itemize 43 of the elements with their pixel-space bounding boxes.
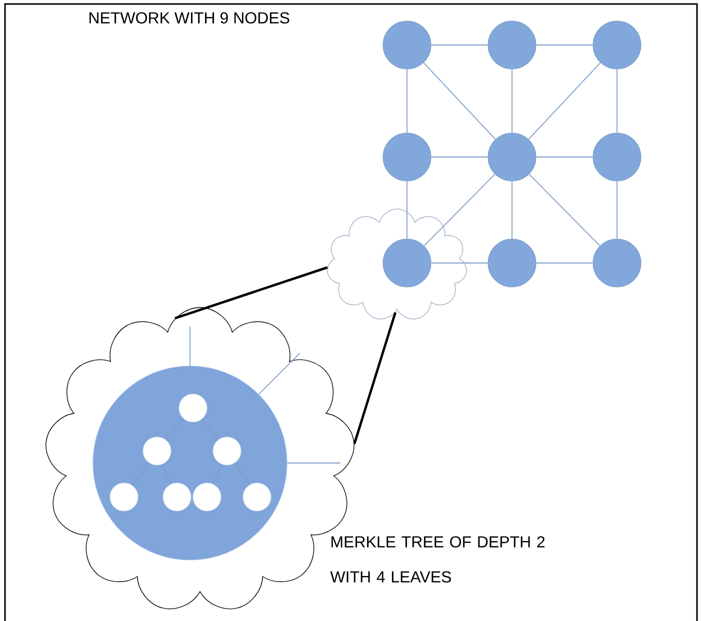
tree-branch bbox=[132, 462, 150, 486]
cloud bbox=[327, 208, 467, 320]
network-node bbox=[382, 20, 432, 70]
link-line bbox=[430, 262, 488, 264]
tree-node bbox=[142, 436, 172, 466]
tree-node bbox=[110, 482, 138, 512]
network-node bbox=[592, 238, 642, 288]
tree-branch bbox=[166, 418, 184, 441]
link-stub bbox=[258, 352, 300, 395]
link-line bbox=[536, 262, 594, 264]
network-node bbox=[382, 132, 432, 182]
network-node bbox=[488, 238, 536, 288]
link-line bbox=[423, 62, 496, 140]
link-line bbox=[536, 44, 594, 46]
tree-branch bbox=[201, 418, 219, 440]
tree-node bbox=[212, 436, 242, 466]
tree-branch bbox=[212, 464, 222, 484]
network-node bbox=[488, 132, 536, 182]
link-line bbox=[536, 156, 594, 158]
network-node bbox=[592, 132, 642, 182]
tree-branch bbox=[234, 462, 250, 486]
tree-node bbox=[192, 482, 222, 512]
caption-text: NETWORK WITH 9 NODES bbox=[90, 12, 290, 24]
link-line bbox=[616, 180, 618, 240]
link-line bbox=[424, 174, 496, 246]
tree-node bbox=[178, 394, 208, 422]
link-line bbox=[430, 44, 488, 46]
network-node bbox=[488, 20, 536, 70]
tree-node bbox=[162, 482, 192, 512]
tree-branch bbox=[162, 464, 172, 484]
link-line bbox=[528, 174, 600, 246]
link-stub bbox=[286, 462, 341, 464]
link-line bbox=[406, 180, 408, 240]
network-node bbox=[592, 20, 642, 70]
network-node bbox=[382, 238, 432, 288]
zoom-line bbox=[174, 266, 328, 320]
link-line bbox=[616, 68, 618, 134]
link-line bbox=[430, 156, 488, 158]
link-line bbox=[528, 62, 601, 140]
link-line bbox=[406, 68, 408, 134]
caption-text: MERKLE TREE OF DEPTH 2 WITH 4 LEAVES bbox=[330, 536, 545, 583]
tree-node bbox=[242, 482, 272, 512]
zoom-line bbox=[353, 312, 396, 444]
